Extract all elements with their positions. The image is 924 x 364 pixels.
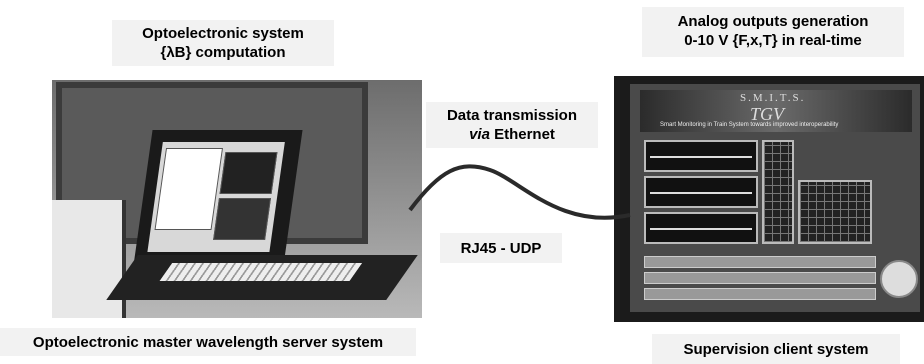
screen-window — [154, 148, 224, 230]
supervision-client-label: Supervision client system — [652, 334, 900, 364]
analog-outputs-range: 0-10 V {F,x,T} in real-time — [684, 32, 862, 49]
analog-outputs-title: Analog outputs generation — [677, 13, 869, 30]
supervision-monitor-photo: S.M.I.T.S. TGV Smart Monitoring in Train… — [614, 76, 924, 322]
grid-graph — [798, 180, 872, 244]
screen-window — [213, 198, 271, 240]
lambda-computation-text: {λB} computation — [160, 44, 286, 61]
slider-bar — [644, 288, 876, 300]
data-transmission-title: Data transmission — [446, 107, 578, 124]
rj45-udp-text: RJ45 - UDP — [460, 240, 542, 257]
signal-graph — [644, 176, 758, 208]
optoelectronic-system-label: Optoelectronic system {λB} computation — [112, 20, 334, 66]
slider-bar — [644, 256, 876, 268]
optoelectronic-system-title: Optoelectronic system — [142, 25, 304, 42]
master-server-label: Optoelectronic master wavelength server … — [0, 328, 416, 356]
data-transmission-label: Data transmission via Ethernet — [426, 102, 598, 148]
smits-banner: S.M.I.T.S. TGV Smart Monitoring in Train… — [640, 90, 912, 132]
server-rack — [52, 200, 126, 318]
supervision-client-text: Supervision client system — [683, 341, 869, 358]
signal-graph — [644, 140, 758, 172]
master-server-text: Optoelectronic master wavelength server … — [32, 334, 384, 351]
grid-graph — [762, 140, 794, 244]
via-ethernet-text: via Ethernet — [426, 125, 598, 144]
rj45-udp-label: RJ45 - UDP — [440, 233, 562, 263]
monitor-screen: S.M.I.T.S. TGV Smart Monitoring in Train… — [630, 84, 920, 312]
smits-title: S.M.I.T.S. — [740, 92, 806, 104]
screen-window — [219, 152, 278, 194]
signal-graph — [644, 212, 758, 244]
slider-bar — [644, 272, 876, 284]
keyboard-tray — [106, 255, 418, 300]
laptop-screen — [147, 142, 285, 252]
optoelectronic-server-photo — [52, 80, 422, 318]
keyboard — [159, 263, 363, 281]
tgv-logo: TGV — [750, 104, 785, 124]
via-text: via — [469, 126, 490, 143]
banner-subtitle: Smart Monitoring in Train System towards… — [660, 122, 839, 128]
analog-outputs-label: Analog outputs generation 0-10 V {F,x,T}… — [642, 7, 904, 57]
gauge-dial — [880, 260, 918, 298]
ethernet-text: Ethernet — [489, 126, 555, 143]
